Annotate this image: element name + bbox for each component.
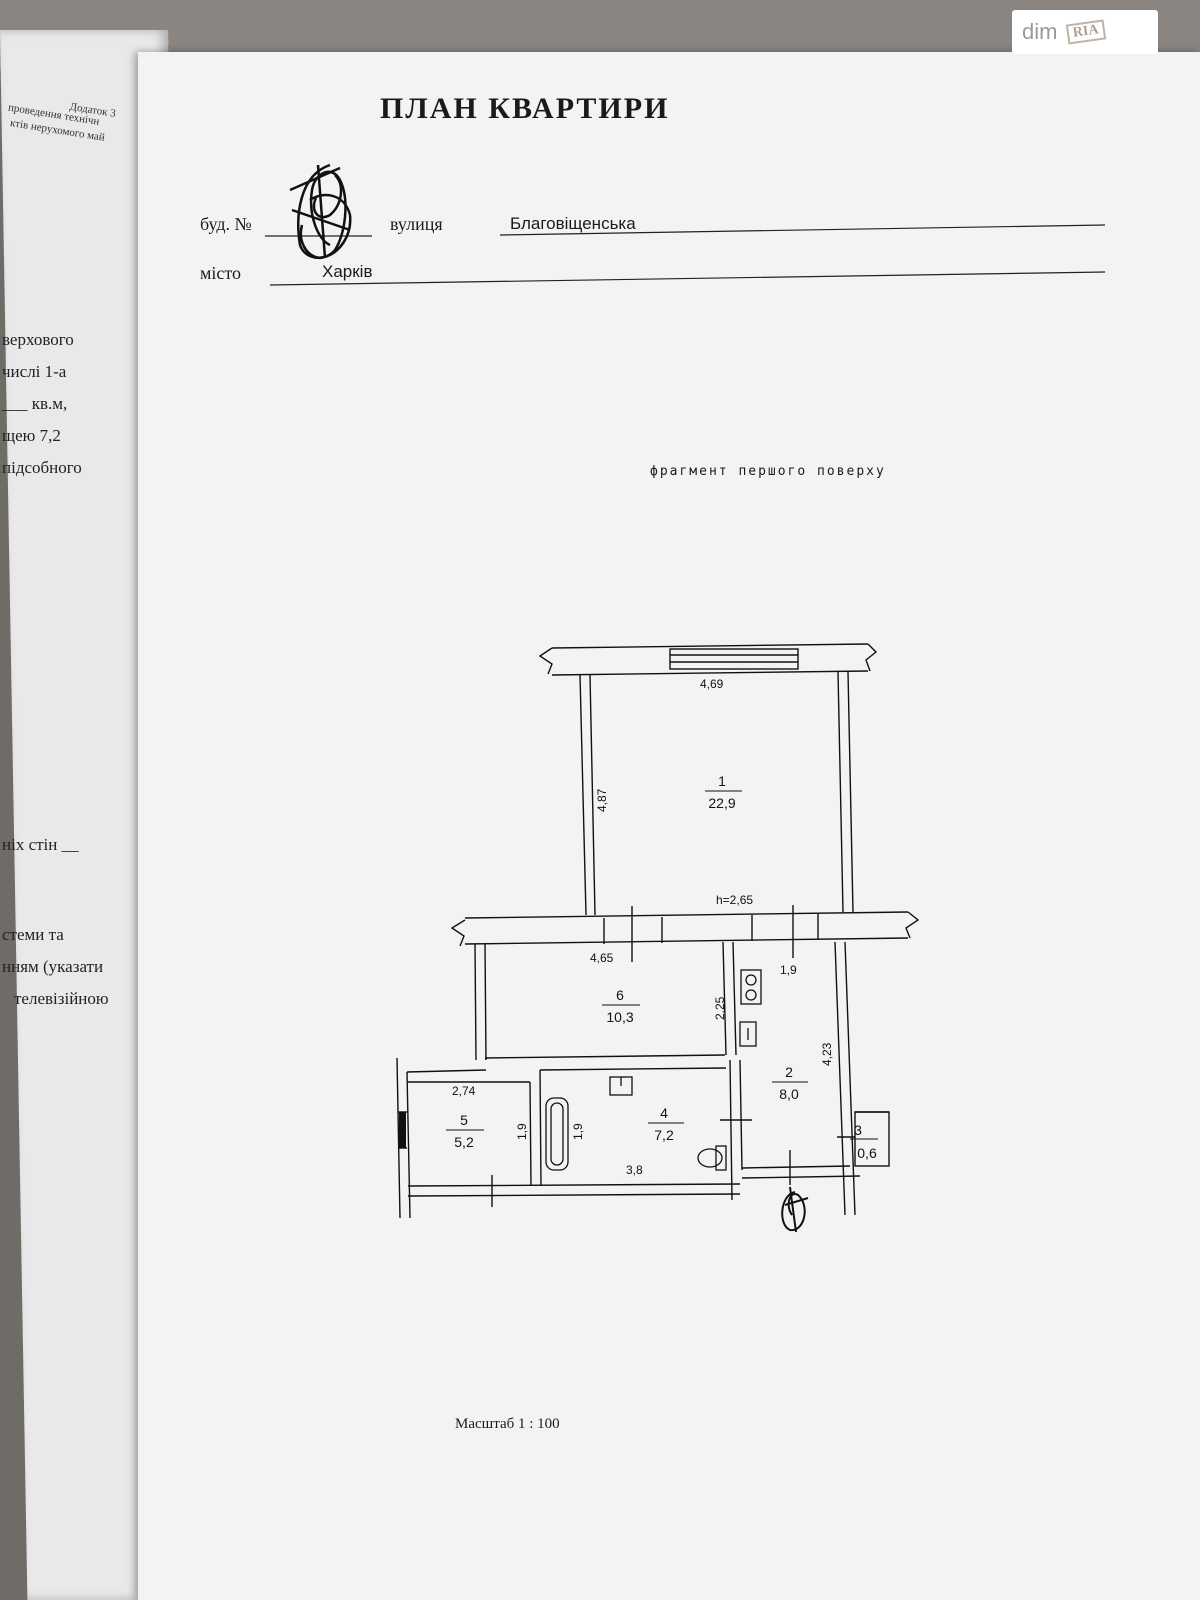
left-text-line-9: телевізійною — [14, 989, 109, 1008]
dim-room1-depth: 4,87 — [595, 788, 609, 812]
form-underlines — [265, 224, 1106, 286]
left-text-line-2: числі 1-а — [2, 362, 67, 381]
left-text-line-7: стеми та — [2, 925, 64, 944]
room-6-number: 6 — [616, 987, 624, 1003]
ceiling-height: h=2,65 — [716, 893, 753, 907]
room-6-area: 10,3 — [606, 1009, 633, 1025]
room-1-walls — [579, 671, 854, 916]
bathroom-fixtures — [545, 1076, 727, 1171]
dimension-labels: 4,69 4,87 h=2,65 4,65 2,25 1,9 4,23 2,74… — [452, 677, 834, 1177]
dim-room6-width: 4,65 — [590, 951, 614, 965]
room-4-area: 7,2 — [654, 1127, 674, 1143]
building-number-redaction — [289, 163, 352, 260]
dim-room4-depth: 1,9 — [571, 1123, 585, 1140]
room-6-walls — [474, 941, 737, 1061]
street-value: Благовіщенська — [510, 214, 636, 233]
toilet-icon — [697, 1148, 723, 1168]
left-text-line-8: нням (указати — [2, 957, 104, 976]
room-2-area: 8,0 — [779, 1086, 799, 1102]
sink-icon — [739, 1021, 757, 1047]
window-left-fill — [399, 1112, 406, 1148]
left-text-line-4: щею 7,2 — [2, 426, 61, 445]
dim-room1-width: 4,69 — [700, 677, 724, 691]
left-text-line-1: верхового — [2, 330, 74, 349]
room-labels: 1 22,9 6 10,3 2 8,0 4 7,2 5 5,2 3 0,6 — [446, 773, 878, 1161]
street-label: вулиця — [390, 214, 443, 234]
dim-room5-depth: 1,9 — [515, 1123, 529, 1140]
window-top — [669, 648, 799, 670]
scale-label: Масштаб 1 : 100 — [455, 1416, 560, 1432]
dim-ria-logo: dim RIA — [1012, 10, 1158, 54]
bathtub-icon — [545, 1097, 569, 1171]
left-text-line-3: ___ кв.м, — [2, 394, 68, 413]
room-3-area: 0,6 — [857, 1145, 877, 1161]
signature-scribble — [781, 1186, 809, 1233]
room-2-number: 2 — [785, 1064, 793, 1080]
room-1-number: 1 — [718, 773, 726, 789]
room-3-number: 3 — [854, 1122, 862, 1138]
room-5-area: 5,2 — [454, 1134, 474, 1150]
left-text-line-6: ніх стін __ — [2, 835, 79, 854]
logo-brand: dim — [1022, 19, 1058, 44]
city-value: Харків — [322, 262, 373, 281]
city-underline — [269, 271, 1106, 286]
lower-walls — [396, 941, 890, 1219]
top-wall — [538, 643, 878, 676]
middle-wall — [450, 905, 920, 962]
city-label: місто — [200, 263, 242, 283]
plan-page — [138, 52, 1200, 1600]
dim-room4-width: 3,8 — [626, 1163, 643, 1177]
stove-icon — [740, 969, 762, 1005]
street-underline — [499, 224, 1106, 236]
room-4-number: 4 — [660, 1105, 668, 1121]
dim-hall-depth: 4,23 — [820, 1042, 834, 1066]
room-1-area: 22,9 — [708, 795, 735, 811]
dim-hall-width: 1,9 — [780, 963, 797, 977]
left-text-line-5: підсобного — [2, 458, 82, 477]
building-number-label: буд. № — [200, 214, 252, 234]
dim-room5-width: 2,74 — [452, 1084, 476, 1098]
room-5-number: 5 — [460, 1112, 468, 1128]
fragment-caption: фрагмент першого поверху — [650, 464, 886, 479]
document-title: ПЛАН КВАРТИРИ — [380, 92, 670, 125]
kitchen-fixtures — [739, 969, 762, 1047]
dim-room6-depth: 2,25 — [713, 996, 727, 1020]
